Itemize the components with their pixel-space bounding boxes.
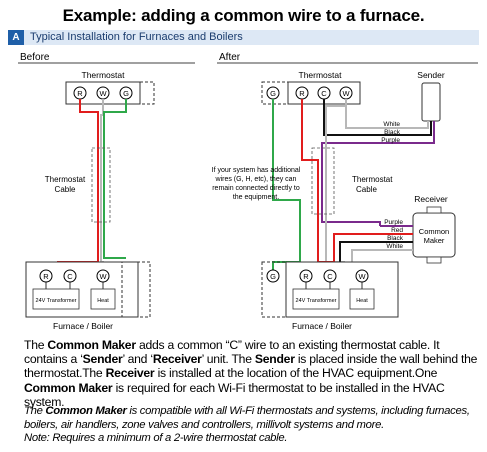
sender-device — [421, 82, 441, 122]
terminal-label: C — [327, 272, 333, 281]
receiver-wire-label-white: White — [386, 243, 403, 250]
text-run: adds a common “C” wire to an existing th… — [24, 338, 440, 367]
before-heat-label: Heat — [97, 298, 109, 304]
emphasized-text: Receiver — [152, 352, 202, 367]
section-header: A Typical Installation for Furnaces and … — [8, 30, 479, 45]
after-cable-label-1: Thermostat — [352, 175, 393, 184]
after-note-line: wires (G, H, etc), they can — [215, 176, 297, 183]
terminal-label: R — [43, 272, 49, 281]
terminal-label: R — [303, 272, 309, 281]
emphasized-text: Sender — [82, 352, 123, 367]
terminal-label: W — [99, 89, 107, 98]
before-transformer-box — [32, 288, 80, 310]
sender-wire-label-white: White — [383, 121, 400, 128]
after-note-line: the equipment. — [233, 194, 279, 201]
receiver-wire-label-purple: Purple — [384, 219, 403, 226]
wiring-diagram: Before Thermostat R W G Thermostat Cable… — [18, 52, 478, 331]
sender-label: Sender — [417, 70, 445, 80]
emphasized-text: Common Maker — [24, 380, 113, 395]
page-title: Example: adding a common wire to a furna… — [62, 6, 425, 25]
before-cable-label-1: Thermostat — [45, 175, 86, 184]
receiver-wire-label-black: Black — [387, 235, 404, 242]
terminal-label: G — [270, 272, 276, 281]
before-heat-box — [90, 288, 116, 310]
after-note: If your system has additional wires (G, … — [212, 167, 301, 201]
terminal-label: G — [123, 89, 129, 98]
sender-wire-label-purple: Purple — [381, 137, 400, 144]
after-heat-label: Heat — [356, 298, 368, 304]
receiver-box-line-2: Maker — [424, 236, 445, 245]
after-note-line: remain connected directly to — [212, 185, 300, 192]
after-cable-label-2: Cable — [356, 185, 377, 194]
description-paragraph: The Common Maker adds a common “C” wire … — [24, 338, 484, 409]
terminal-label: W — [99, 272, 107, 281]
after-heading: After — [219, 52, 241, 63]
after-thermostat-label: Thermostat — [299, 70, 343, 80]
after-note-line: If your system has additional — [212, 167, 301, 174]
requirement-note: Note: Requires a minimum of a 2-wire the… — [24, 432, 288, 444]
after-furnace-label: Furnace / Boiler — [292, 321, 352, 331]
compatibility-paragraph: The Common Maker is compatible with all … — [24, 405, 484, 432]
sender-wire-label-black: Black — [384, 129, 401, 136]
before-furnace-label: Furnace / Boiler — [53, 321, 113, 331]
text-run: The — [24, 338, 48, 352]
terminal-label: R — [299, 89, 305, 98]
before-furnace-terminals: R C W — [39, 269, 110, 283]
emphasized-text: Sender — [254, 352, 295, 367]
after-thermostat-terminals: G R C W — [266, 86, 353, 100]
before-cable-jacket — [91, 147, 111, 223]
text-run: is installed at the location of the HVAC… — [154, 366, 438, 381]
compatibility-note: The Common Maker is compatible with all … — [24, 405, 484, 446]
receiver-label: Receiver — [414, 194, 448, 204]
text-run: ’ unit. The — [201, 352, 255, 367]
receiver-box-line-1: Common — [419, 227, 449, 236]
before-cable-label-2: Cable — [55, 185, 76, 194]
text-run: is placed inside the wall behind the the… — [24, 352, 478, 381]
text-run: The — [24, 405, 46, 417]
emphasized-text: Common Maker — [45, 405, 127, 417]
after-cable-jacket — [311, 147, 335, 215]
after-heat-box — [349, 288, 375, 310]
before-heading: Before — [20, 52, 50, 63]
terminal-label: W — [358, 272, 366, 281]
emphasized-text: Common Maker — [47, 338, 136, 352]
terminal-label: C — [67, 272, 73, 281]
after-transformer-label: 24V Transformer — [296, 298, 337, 304]
text-run: is compatible with all Wi-Fi thermostats… — [24, 405, 470, 431]
emphasized-text: Receiver — [105, 366, 155, 381]
before-furnace-dashed — [121, 261, 151, 318]
section-title: Typical Installation for Furnaces and Bo… — [30, 31, 243, 43]
text-run: is required for each Wi-Fi thermostat to… — [24, 380, 445, 409]
text-run: ’ and ‘ — [122, 352, 153, 367]
terminal-label: W — [342, 89, 350, 98]
description: The Common Maker adds a common “C” wire … — [24, 338, 484, 409]
before-transformer-label: 24V Transformer — [36, 298, 77, 304]
after-thermostat-dashed — [261, 81, 289, 105]
section-letter: A — [8, 30, 24, 45]
terminal-label: G — [270, 89, 276, 98]
receiver-wire-label-red: Red — [391, 227, 403, 234]
before-thermostat-dashed — [139, 81, 155, 105]
before-thermostat-terminals: R W G — [73, 86, 133, 100]
before-thermostat-label: Thermostat — [82, 70, 126, 80]
terminal-label: C — [321, 89, 327, 98]
after-furnace-dashed — [261, 261, 287, 318]
sender-wires — [321, 99, 435, 160]
after-transformer-box — [292, 288, 340, 310]
terminal-label: R — [77, 89, 83, 98]
